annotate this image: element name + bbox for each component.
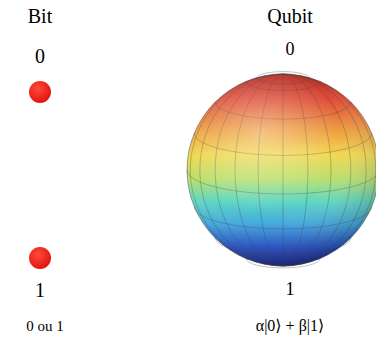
bloch-sphere	[187, 72, 376, 268]
state-value: 1	[35, 279, 45, 301]
state-formula: α|0⟩ + β|1⟩	[256, 317, 324, 335]
sphere-grid	[187, 72, 376, 268]
column-heading: Qubit	[267, 5, 313, 27]
state-caption: 0 ou 1	[26, 318, 64, 335]
column-heading: Bit	[28, 5, 52, 27]
sphere-outline	[187, 74, 376, 266]
sphere-body	[187, 74, 376, 266]
state-value: 1	[286, 280, 295, 300]
bit-dot	[29, 81, 51, 103]
sphere-shading	[187, 74, 376, 266]
state-value: 0	[35, 45, 45, 67]
bit-dot	[29, 247, 51, 269]
state-value: 0	[286, 40, 295, 60]
